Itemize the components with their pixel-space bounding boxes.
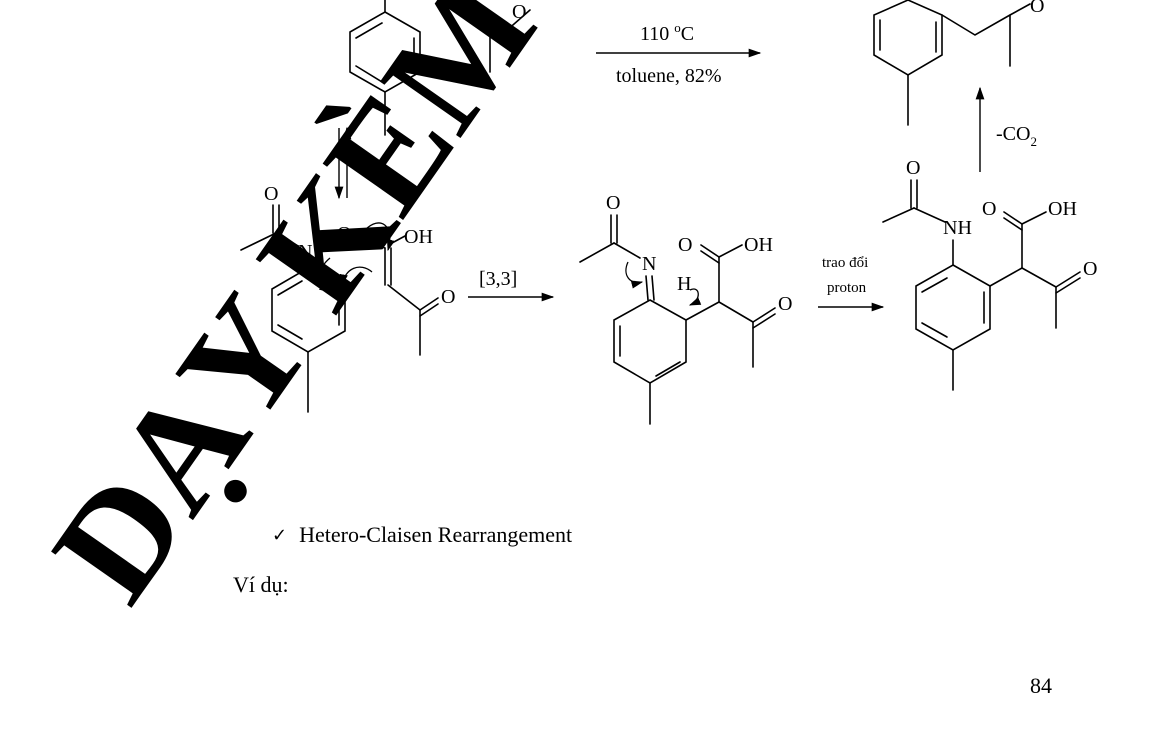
- example-label: Ví dụ:: [233, 572, 289, 597]
- atom-oxygen: O: [906, 157, 920, 179]
- keto-acid-intermediate-molecule: O NH O OH O: [882, 157, 1097, 391]
- condition-solvent-yield: toluene, 82%: [616, 65, 722, 87]
- check-mark-icon: ✓: [272, 524, 288, 546]
- atom-oxygen: O: [778, 293, 792, 315]
- atom-oxygen: O: [264, 183, 278, 205]
- decarboxylation-arrow: -CO2: [975, 86, 1037, 172]
- atom-oxygen: O: [441, 286, 455, 308]
- atom-oxygen: O: [512, 1, 526, 23]
- condition-temperature: 110 oC: [640, 20, 694, 45]
- atom-hydroxyl: OH: [744, 234, 773, 256]
- atom-oxygen: O: [337, 223, 351, 245]
- proton-exchange-arrow: trao đổi proton: [818, 255, 885, 312]
- atom-nitrogen: N: [642, 253, 656, 275]
- proton-exchange-label-line2: proton: [827, 280, 867, 296]
- final-product-molecule: O: [873, 0, 1044, 126]
- atom-nitrogen: N: [298, 241, 312, 263]
- starting-material-molecule: O: [349, 0, 531, 136]
- atom-hydrogen: H: [677, 273, 691, 295]
- atom-oxygen: O: [1083, 258, 1097, 280]
- atom-amine: NH: [943, 217, 972, 239]
- atom-hydroxyl: OH: [1048, 198, 1077, 220]
- atom-oxygen: O: [1030, 0, 1044, 17]
- decarboxylation-label: -CO2: [996, 123, 1037, 149]
- enol-intermediate-molecule: O N O OH O: [240, 183, 455, 413]
- atom-oxygen: O: [982, 198, 996, 220]
- section-heading: ✓ Hetero-Claisen Rearrangement: [272, 522, 572, 548]
- section-heading-text: Hetero-Claisen Rearrangement: [299, 522, 573, 547]
- reaction-arrow-thermal: 110 oC toluene, 82%: [596, 20, 762, 87]
- sigmatropic-label: [3,3]: [479, 268, 517, 290]
- atom-oxygen: O: [606, 192, 620, 214]
- page-number: 84: [1030, 673, 1052, 698]
- equilibrium-arrows: [334, 126, 352, 200]
- sigmatropic-arrow: [3,3]: [468, 268, 555, 302]
- imine-intermediate-molecule: O N H O OH O: [579, 192, 792, 425]
- proton-exchange-label-line1: trao đổi: [822, 255, 868, 271]
- atom-oxygen: O: [678, 234, 692, 256]
- atom-hydroxyl: OH: [404, 226, 433, 248]
